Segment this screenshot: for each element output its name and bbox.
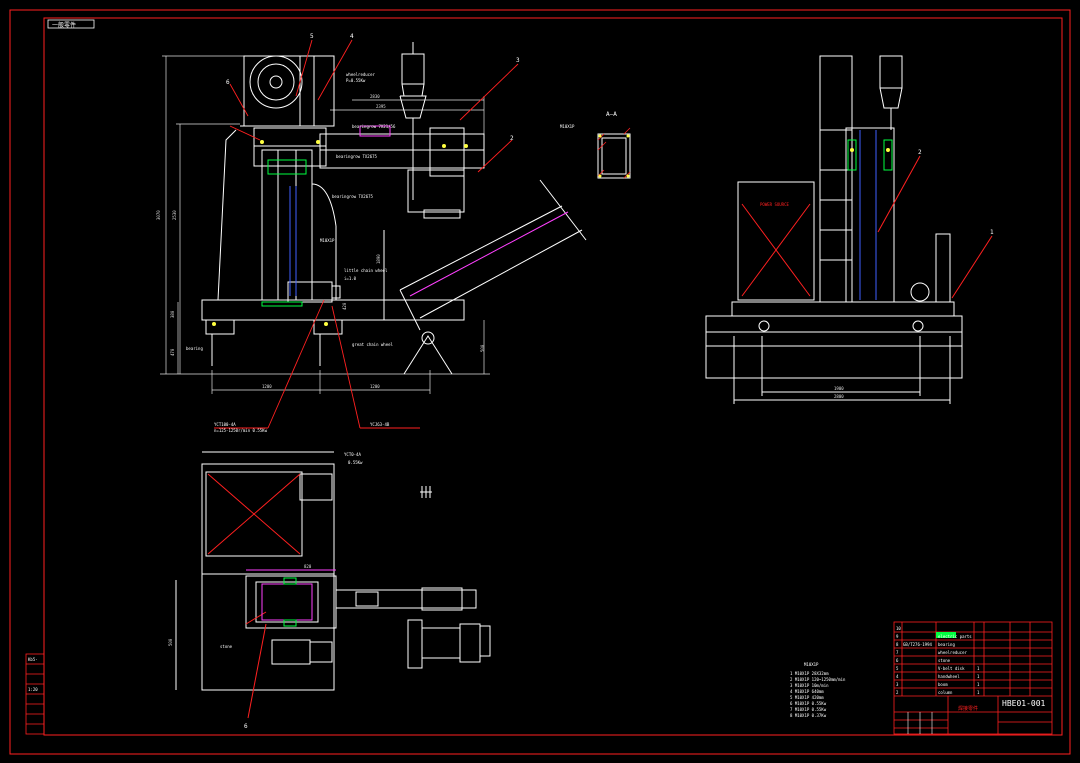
part-row-qty: 1 [977,682,980,687]
label-bolt: M10X1P [320,238,335,243]
note-line: 4 M10X1P 640mm [790,689,824,694]
part-row-name: handwheel [938,674,960,679]
corner-tag-text: 一般零件 [52,21,76,29]
plan-dim-500: 500 [168,638,173,646]
part-row-number: 3 [896,682,899,687]
notes-header: M10X1P [804,662,819,667]
label-bearing2: bearingrow TX2675 [336,154,378,159]
part-row-code: GB/T276-1994 [903,642,932,647]
dim-470: 470 [170,348,175,356]
part-row-name: wheelreducer [938,650,967,655]
side-table-cell: 1:20 [28,687,38,692]
part-row-name: boom [938,682,948,687]
part-row-number: 9 [896,634,899,639]
part-row-number: 2 [896,690,899,695]
part-row-name: stone [938,658,951,663]
label-reducer: wheelreducer [346,72,375,77]
dim-2395: 2395 [376,104,386,109]
dim-1200a: 1200 [262,384,272,389]
label-motor1-spec: n=125-1250r/min 0.55Kw [214,428,268,433]
callout-number: 1 [990,229,994,236]
part-row-qty: 1 [977,690,980,695]
drawing-number: HBE01-001 [1002,699,1046,708]
part-row-qty: 1 [977,674,980,679]
callout-number: 6 [226,79,230,86]
drawing-border [9,9,1071,755]
note-line: 1 M10X1P 28X32mm [790,671,829,676]
dim-1200b: 1200 [370,384,380,389]
label-chain-ratio: i=1.0 [344,276,357,281]
dim-2800: 2800 [834,394,844,399]
callout-number: 2 [510,135,514,142]
note-line: 6 M10X1P 0.55Kw [790,701,827,706]
side-view: POWER SOURCE 2 1 1900 2800 [705,55,994,404]
dim-1900: 1900 [834,386,844,391]
dim-500: 500 [480,344,485,352]
plan-dim-820: 820 [304,564,312,569]
note-line: 8 M10X1P 0.37Kw [790,713,827,718]
dim-1890: 1890 [376,254,381,264]
label-chain-wheel: little chain wheel [344,268,388,273]
part-row-number: 10 [896,626,901,631]
note-line: 7 M10X1P 0.55Kw [790,707,827,712]
label-bearing: bearing [186,346,203,351]
part-row-qty: 1 [977,666,980,671]
plan-stone-label: stone [220,644,233,649]
callout-number: 3 [516,57,520,64]
part-row-name: column [938,690,953,695]
label-bearing1: bearingrow 7X21/56 [352,124,396,129]
label-motor2: YCJ63-4B [370,422,390,427]
part-row-name: electric parts [938,634,972,639]
callout-number: 2 [918,149,922,156]
part-row-number: 7 [896,650,899,655]
plan-motor-code: YCT0-4A [344,452,361,457]
dim-380: 380 [170,310,175,318]
part-row-number: 6 [896,658,899,663]
label-bearing2b: bearingrow TX2675 [332,194,374,199]
label-reducer-power: P=0.55Kw [346,78,366,83]
dim-3070: 3070 [156,210,161,220]
dim-2830: 2830 [370,94,380,99]
technical-notes: M10X1P 1 M10X1P 28X32mm 2 M10X1P 120~125… [790,662,846,718]
plan-motor-power: 0.55Kw [348,460,363,465]
corner-tag: 一般零件 [47,19,95,29]
note-line: 3 M10X1P 10m/min [790,683,829,688]
callout-number: 5 [310,33,314,40]
dim-2530: 2530 [172,210,177,220]
section-label: M10X1P [560,124,575,129]
front-view: 5 4 6 3 2 wheelreducer P=0.55Kw bearingr… [156,33,587,433]
material-label: 焊接零件 [958,705,978,712]
note-line: 5 M10X1P 420mm [790,695,824,700]
side-table-cell: Kb5- [28,657,38,662]
callout-number: 6 [244,723,248,730]
part-row-number: 5 [896,666,899,671]
part-row-number: 4 [896,674,899,679]
section-title: A—A [606,111,617,118]
power-source-label: POWER SOURCE [760,202,789,207]
plan-view: 6 YCT0-4A 0.55Kw stone 820 500 [168,451,491,730]
label-great-chain: great chain wheel [352,342,394,347]
part-row-name: bearing [938,642,955,647]
title-block: 10 9 electric parts 8 GB/T276-1994 beari… [893,621,1053,735]
callout-number: 4 [350,33,354,40]
section-view: A—A M10X1P [560,111,631,179]
note-line: 2 M10X1P 120~1250mm/min [790,677,846,682]
dim-420: 420 [342,302,347,310]
part-row-name: V-belt disk [938,666,965,671]
part-row-number: 8 [896,642,899,647]
label-motor1: YCT100-4A [214,422,236,427]
side-table [25,653,45,735]
